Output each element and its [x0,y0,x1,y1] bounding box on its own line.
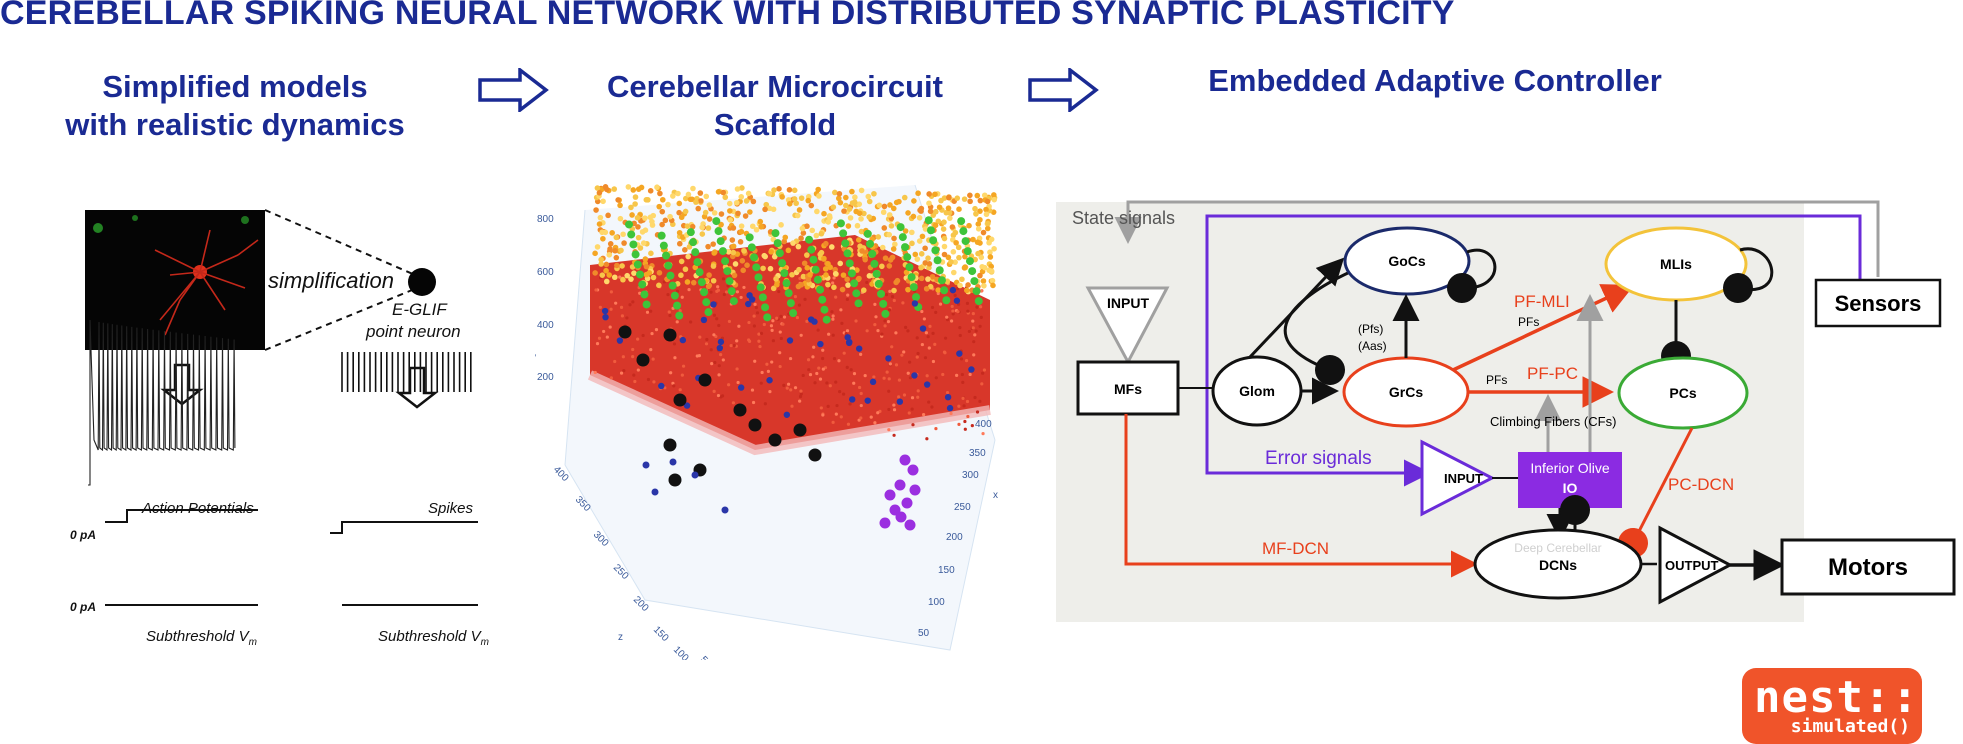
z-tick: 50 [698,654,714,660]
output-label: OUTPUT [1665,558,1719,573]
state-signals-label: State signals [1072,208,1175,228]
y-tick: 0 [535,434,538,440]
x-tick: 150 [938,565,955,576]
pcs-label: PCs [1669,385,1696,401]
pcs-node [1617,356,1749,430]
mlis-label: MLIs [1660,256,1692,272]
scaffold-cells [592,184,998,531]
action-potentials-trace [88,319,236,486]
right-arrow-icon [1028,68,1099,112]
zero-pa-top-label: 0 pA [70,528,97,542]
x-tick: 250 [954,502,971,513]
model-desc-label: point neuron [366,322,461,341]
nest-simulated-logo: nest:: simulated() [1742,668,1922,744]
grcs-label: GrCs [1389,384,1423,400]
right-arrow-icon [478,68,549,112]
model-name-label: E-GLIF [392,300,447,319]
x-tick: 350 [969,448,986,459]
zero-pa-bottom-label: 0 pA [70,600,97,614]
glom-label: Glom [1239,383,1275,399]
heading-adaptive-controller: Embedded Adaptive Controller [1208,63,1662,98]
io-name-label: Inferior Olive [1530,460,1610,476]
y-axis-label: y [535,352,536,363]
io-abbr-label: IO [1563,480,1578,496]
sensors-node [1814,278,1942,328]
z-tick: 150 [651,624,671,644]
dcn-name-label: Deep Cerebellar [1514,541,1601,555]
gocs-label: GoCs [1388,253,1426,269]
subthreshold-left-label: Subthreshold Vm [146,628,257,648]
pfs-aas-label-2: (Aas) [1358,339,1387,353]
neuron-model-panel [85,209,478,606]
input-top-label: INPUT [1107,295,1149,311]
error-signals-label: Error signals [1265,448,1372,469]
spikes-label: Spikes [428,500,474,517]
y-tick: 200 [537,372,554,383]
dcns-label: DCNs [1539,557,1577,573]
y-tick: 400 [537,320,554,331]
climbing-fibers-label: Climbing Fibers (CFs) [1490,414,1616,429]
page-title: CEREBELLAR SPIKING NEURAL NETWORK WITH D… [0,0,1455,32]
pfs-aas-label-1: (Pfs) [1358,322,1383,336]
input-mid-node [1420,439,1496,517]
step-current-right [330,521,478,534]
pfs-label-1: PFs [1518,315,1539,329]
mfs-node [1076,360,1180,416]
pf-mli-label: PF-MLI [1514,292,1570,311]
y-tick: 800 [537,214,554,225]
pc-dcn-label: PC-DCN [1668,475,1734,494]
controller-diagram: State signals Error signals INPUT MFs Gl… [1056,200,1956,622]
x-tick: 200 [946,532,963,543]
subthreshold-right-label: Subthreshold Vm [378,628,489,648]
pfs-label-2: PFs [1486,373,1507,387]
motors-label: Motors [1828,554,1908,581]
neuron-micrograph [85,210,265,350]
motors-node [1780,538,1956,596]
down-arrow-icon [395,366,439,409]
input-mid-label: INPUT [1444,471,1483,486]
point-neuron-icon [408,268,436,296]
y-tick: 600 [537,267,554,278]
mf-dcn-label: MF-DCN [1262,539,1329,558]
input-top-node [1085,286,1170,366]
x-tick: 300 [962,470,979,481]
mfs-label: MFs [1114,381,1142,397]
pf-pc-label: PF-PC [1527,364,1578,383]
output-node [1658,525,1734,605]
spikes-raster [341,352,472,392]
heading-microcircuit-scaffold: Cerebellar Microcircuit Scaffold [607,69,943,142]
simplification-label: simplification [268,268,394,293]
sensors-label: Sensors [1835,291,1922,316]
scaffold-3d-plot: 0 200 400 600 800 y 400 350 300 250 200 … [535,184,998,660]
x-tick: 400 [975,419,992,430]
x-tick: 50 [918,628,930,639]
neuron-cell-image [93,215,259,336]
step-current-left [105,509,258,523]
x-tick: 100 [928,597,945,608]
z-axis-label: z [618,632,623,643]
action-potentials-label: Action Potentials [142,500,254,517]
heading-simplified-models: Simplified models with realistic dynamic… [65,69,405,142]
x-axis-label: x [993,490,998,501]
z-tick: 100 [671,644,691,660]
